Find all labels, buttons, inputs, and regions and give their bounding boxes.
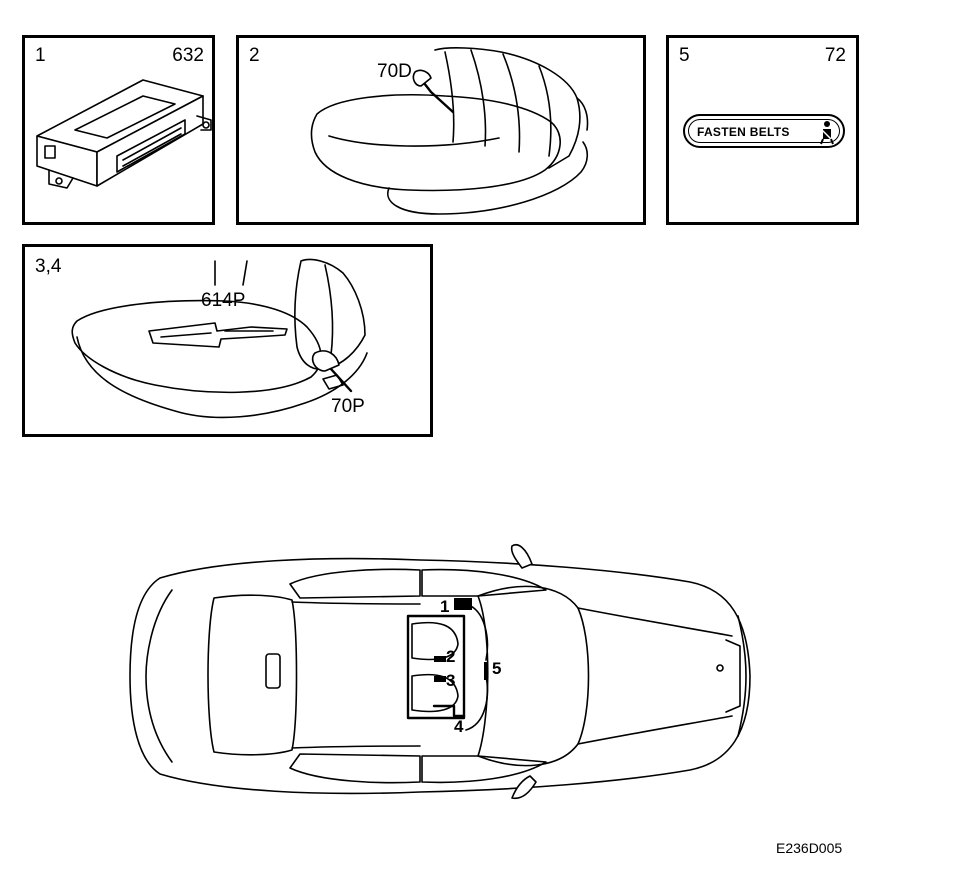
- figure-code: E236D005: [776, 840, 843, 856]
- panel-belt-indicator: 5 72 FASTEN BELTS: [666, 35, 859, 225]
- seat-icon: [310, 47, 589, 215]
- car-marker-5: 5: [492, 659, 502, 678]
- seat-icon: [71, 258, 368, 419]
- car-marker-2: 2: [446, 647, 456, 666]
- control-module-icon: [36, 79, 212, 189]
- panel-index: 1: [35, 45, 46, 66]
- part-number: 632: [172, 45, 204, 66]
- panel-index: 2: [249, 45, 260, 66]
- part-number: 70D: [377, 61, 412, 82]
- panel-driver-seat: 2 70D: [236, 35, 646, 225]
- belt-indicator-lamp: FASTEN BELTS: [683, 114, 845, 148]
- car-marker-1: 1: [440, 597, 450, 616]
- car-marker-4: 4: [454, 717, 464, 736]
- panel-passenger-seat: 3,4 614P 70P: [22, 244, 433, 437]
- part-number-buckle: 70P: [331, 396, 365, 417]
- panel-control-module: 1 632: [22, 35, 215, 225]
- panel-index: 5: [679, 45, 690, 66]
- panel-index: 3,4: [35, 256, 62, 277]
- part-number: 72: [824, 45, 846, 66]
- car-marker-3: 3: [446, 671, 456, 690]
- seatbelt-person-icon: [820, 121, 834, 145]
- indicator-label: FASTEN BELTS: [697, 125, 790, 139]
